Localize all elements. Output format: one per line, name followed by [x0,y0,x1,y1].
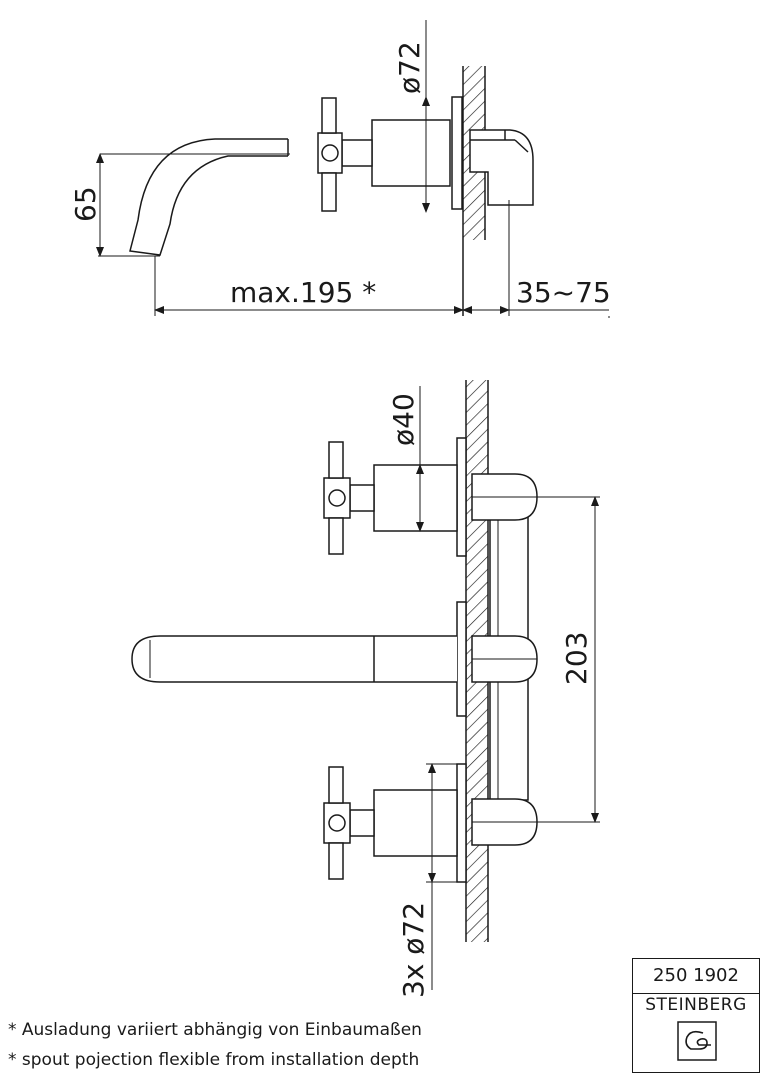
side-view [96,20,610,318]
cross-handle-bottom [323,802,351,844]
spout-side [129,138,288,256]
front-diameter-label: ø40 [387,393,420,446]
side-depth-label: 35~75 [516,276,611,309]
spout-front [131,635,457,683]
valve-body-top [373,464,458,532]
footnote-english: * spout pojection flexible from installa… [8,1050,420,1070]
side-diameter-label: ø72 [393,41,426,94]
brand-name: STEINBERG [645,995,747,1015]
title-block: 250 1902 STEINBERG [632,958,760,1073]
rosette-plate-bottom [456,763,467,883]
body-cylinder-side [371,119,451,187]
side-height-label: 65 [69,186,102,222]
valve-body-bottom [373,789,458,857]
product-code: 250 1902 [633,959,759,994]
front-diameter-count-label: 3x ø72 [397,902,430,998]
side-projection-label: max.195 * [230,276,376,309]
cross-handle-top [323,477,351,519]
front-spacing-label: 203 [560,632,593,685]
steinberg-logo-icon [677,1021,717,1061]
front-view [131,380,600,990]
rosette-plate-side [451,96,463,210]
rosette-plate-middle [456,601,467,717]
footnote-german: * Ausladung variiert abhängig von Einbau… [8,1020,422,1040]
rosette-plate-top [456,437,467,557]
mounting-body-side [469,129,534,206]
